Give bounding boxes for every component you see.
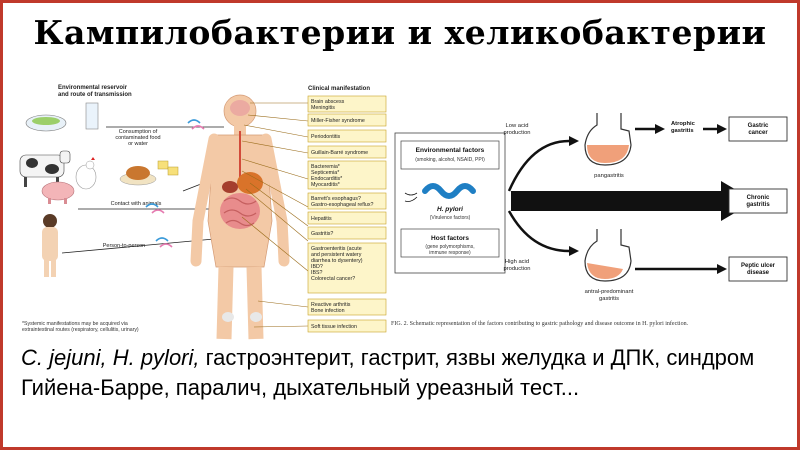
manifestation-box: Soft tissue infection bbox=[307, 319, 387, 333]
svg-text:Gastritis?: Gastritis? bbox=[311, 231, 333, 237]
manifestation-header: Clinical manifestation bbox=[308, 86, 370, 92]
stomach-antral-icon bbox=[584, 229, 632, 282]
systemic-footnote: *Systemic manifestations may be acquired… bbox=[22, 321, 139, 333]
bug-name: H. pylori bbox=[437, 206, 463, 213]
manifestation-box: Bacteremia*Septicemia*Endocarditis*Myoca… bbox=[307, 160, 387, 190]
svg-text:(gene polymorphisms,immune res: (gene polymorphisms,immune response) bbox=[425, 244, 474, 256]
body-text: гастроэнтерит, гастрит, язвы желудка и Д… bbox=[21, 345, 755, 400]
figure-caption: FIG. 2. Schematic representation of the … bbox=[391, 321, 689, 327]
manifestation-box: Miller-Fisher syndrome bbox=[307, 113, 387, 127]
girl-icon bbox=[42, 214, 58, 277]
slide-body-text: C. jejuni, H. pylori, гастроэнтерит, гас… bbox=[21, 343, 791, 403]
svg-text:Miller-Fisher syndrome: Miller-Fisher syndrome bbox=[311, 118, 365, 124]
manifestation-box: Hepatitis bbox=[307, 211, 387, 225]
pangastritis-label: pangastritis bbox=[594, 173, 624, 179]
high-acid-arrow bbox=[507, 210, 570, 253]
leader-lines bbox=[241, 102, 309, 328]
contaminated-water-icon bbox=[25, 102, 99, 132]
bug-sub: (Virulence factors) bbox=[430, 215, 471, 221]
svg-text:Periodontitis: Periodontitis bbox=[311, 134, 340, 140]
pig-icon bbox=[41, 181, 75, 204]
chicken-icon bbox=[75, 157, 97, 190]
svg-text:Guillain-Barré syndrome: Guillain-Barré syndrome bbox=[311, 150, 368, 156]
slide-title: Кампилобактерии и хеликобактерии bbox=[33, 13, 767, 52]
campylobacter-figure: Environmental reservoir and route of tra… bbox=[19, 85, 387, 340]
contaminated-food-icon bbox=[119, 160, 179, 186]
svg-text:Hepatitis: Hepatitis bbox=[311, 216, 332, 222]
low-acid-arrow bbox=[507, 139, 570, 192]
chronic-arrow bbox=[511, 181, 755, 221]
reservoir-header: Environmental reservoir and route of tra… bbox=[58, 85, 132, 98]
hpylori-diagram: Environmental factors (smoking, alcohol,… bbox=[394, 113, 788, 302]
bacteria-icons bbox=[145, 119, 205, 248]
route-person-label: Person-to-person bbox=[103, 243, 146, 249]
manifestation-box: Barrett's esophagus?Gastro-esophageal re… bbox=[307, 192, 387, 210]
svg-text:Host factors: Host factors bbox=[431, 235, 469, 242]
manifestation-box: Guillain-Barré syndrome bbox=[307, 145, 387, 159]
svg-text:(smoking, alcohol, NSAID, PPI): (smoking, alcohol, NSAID, PPI) bbox=[415, 157, 485, 163]
svg-text:Barrett's esophagus?Gastro-eso: Barrett's esophagus?Gastro-esophageal re… bbox=[311, 196, 373, 208]
manifestation-box: Gastritis? bbox=[307, 226, 387, 240]
human-body-icon bbox=[190, 94, 290, 340]
hpylori-figure: Environmental factors (smoking, alcohol,… bbox=[391, 111, 789, 341]
svg-text:Bacteremia*Septicemia*Endocard: Bacteremia*Septicemia*Endocarditis*Myoca… bbox=[311, 164, 342, 188]
host-factors-box: Host factors (gene polymorphisms,immune … bbox=[400, 228, 500, 258]
stomach-pangastritis-icon bbox=[584, 113, 632, 166]
manifestation-box: Periodontitis bbox=[307, 129, 387, 143]
hpylori-bacterium-icon bbox=[422, 183, 476, 199]
svg-text:Soft tissue infection: Soft tissue infection bbox=[311, 324, 357, 330]
route-animals-label: Contact with animals bbox=[111, 201, 162, 207]
environmental-factors-box: Environmental factors (smoking, alcohol,… bbox=[400, 140, 500, 170]
svg-text:Environmental factors: Environmental factors bbox=[416, 147, 485, 154]
cow-icon bbox=[19, 150, 71, 187]
species-names: C. jejuni, H. pylori, bbox=[21, 345, 200, 370]
